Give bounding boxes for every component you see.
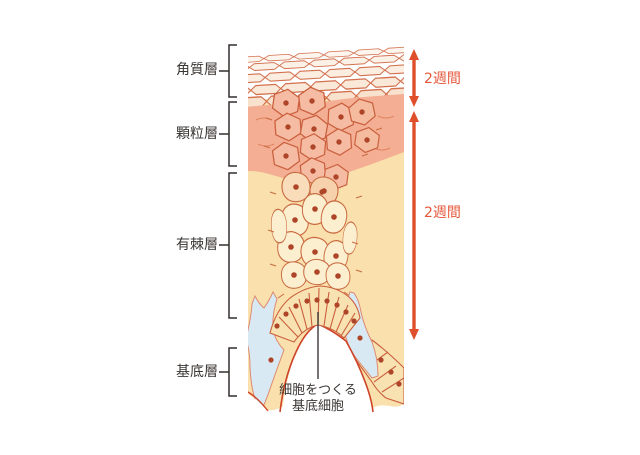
duration-label-bottom: 2週間 bbox=[424, 205, 461, 221]
cell-nuclei bbox=[268, 98, 402, 387]
cell-spines bbox=[263, 117, 383, 299]
next-papilla-white bbox=[248, 394, 268, 412]
layer-brackets bbox=[219, 44, 237, 397]
two-week-arrow-top bbox=[409, 49, 419, 107]
annotation-line2: 基底細胞 bbox=[291, 399, 345, 414]
basal-arch-line bbox=[279, 323, 374, 413]
duration-label-top: 2週間 bbox=[424, 71, 461, 87]
bracket-stratum-basale bbox=[219, 347, 237, 397]
dermal-papilla-dome bbox=[282, 324, 373, 412]
bracket-stratum-granulosum bbox=[219, 101, 237, 167]
label-stratum-granulosum: 顆粒層 bbox=[176, 126, 218, 142]
next-papilla-line bbox=[248, 391, 269, 412]
label-stratum-basale: 基底層 bbox=[176, 364, 218, 380]
two-week-arrow-bottom bbox=[409, 111, 419, 340]
bracket-stratum-spinosum bbox=[219, 172, 237, 319]
dermis-pocket-left bbox=[248, 290, 285, 408]
bracket-stratum-corneum bbox=[219, 44, 237, 98]
label-stratum-spinosum: 有棘層 bbox=[176, 237, 218, 253]
epidermis-column bbox=[248, 46, 404, 413]
basal-fan-cells bbox=[269, 285, 361, 343]
label-stratum-corneum: 角質層 bbox=[176, 62, 218, 78]
annotation-line1: 細胞をつくる bbox=[279, 383, 357, 398]
